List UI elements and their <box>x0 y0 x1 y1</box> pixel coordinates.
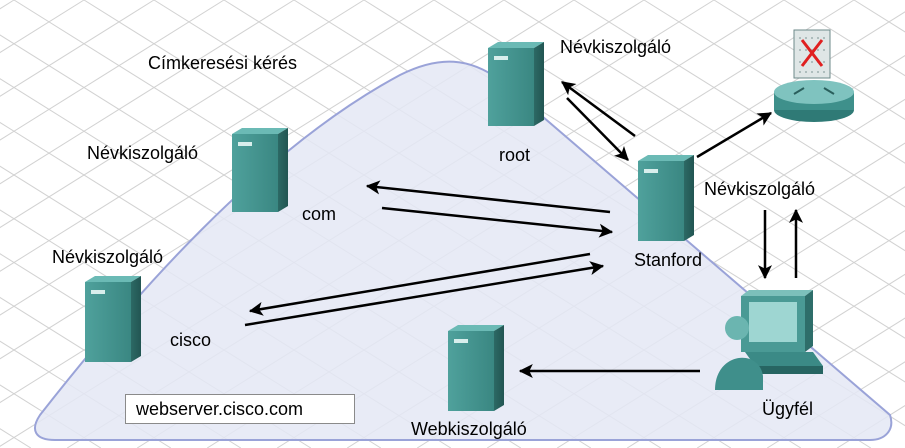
com-name-label: com <box>302 204 337 224</box>
arrow-root-to-stanford <box>566 97 629 161</box>
namespace-region <box>34 60 893 441</box>
arrow-stanford-to-root <box>561 80 636 138</box>
cisco-role-label: Névkiszolgáló <box>52 247 164 267</box>
com-role-label: Névkiszolgáló <box>87 143 199 163</box>
arrow-cisco-to-stanford <box>244 261 605 327</box>
server-icon <box>448 325 504 411</box>
server-icon <box>85 276 141 362</box>
url-box: webserver.cisco.com <box>125 394 355 424</box>
webserver-role-label: Webkiszolgáló <box>411 419 527 439</box>
cisco-name-label: cisco <box>170 330 212 350</box>
server-icon <box>488 42 544 126</box>
server-icon <box>638 155 694 241</box>
stanford-role-label: Névkiszolgáló <box>704 179 816 199</box>
client-name-label: Ügyfél <box>762 399 814 419</box>
arrow-stanford-to-router <box>696 111 773 159</box>
arrow-stanford-to-com <box>365 180 611 214</box>
router-disabled-icon <box>774 29 854 122</box>
client-workstation-icon <box>715 290 823 390</box>
stanford-name-label: Stanford <box>634 250 703 270</box>
root-name-label: root <box>499 145 531 165</box>
server-icon <box>232 128 288 212</box>
arrow-stanford-to-cisco <box>248 252 591 316</box>
root-role-label: Névkiszolgáló <box>560 37 672 57</box>
arrow-com-to-stanford <box>381 206 614 238</box>
arrows <box>244 80 803 378</box>
diagram-title: Címkeresési kérés <box>148 53 298 73</box>
